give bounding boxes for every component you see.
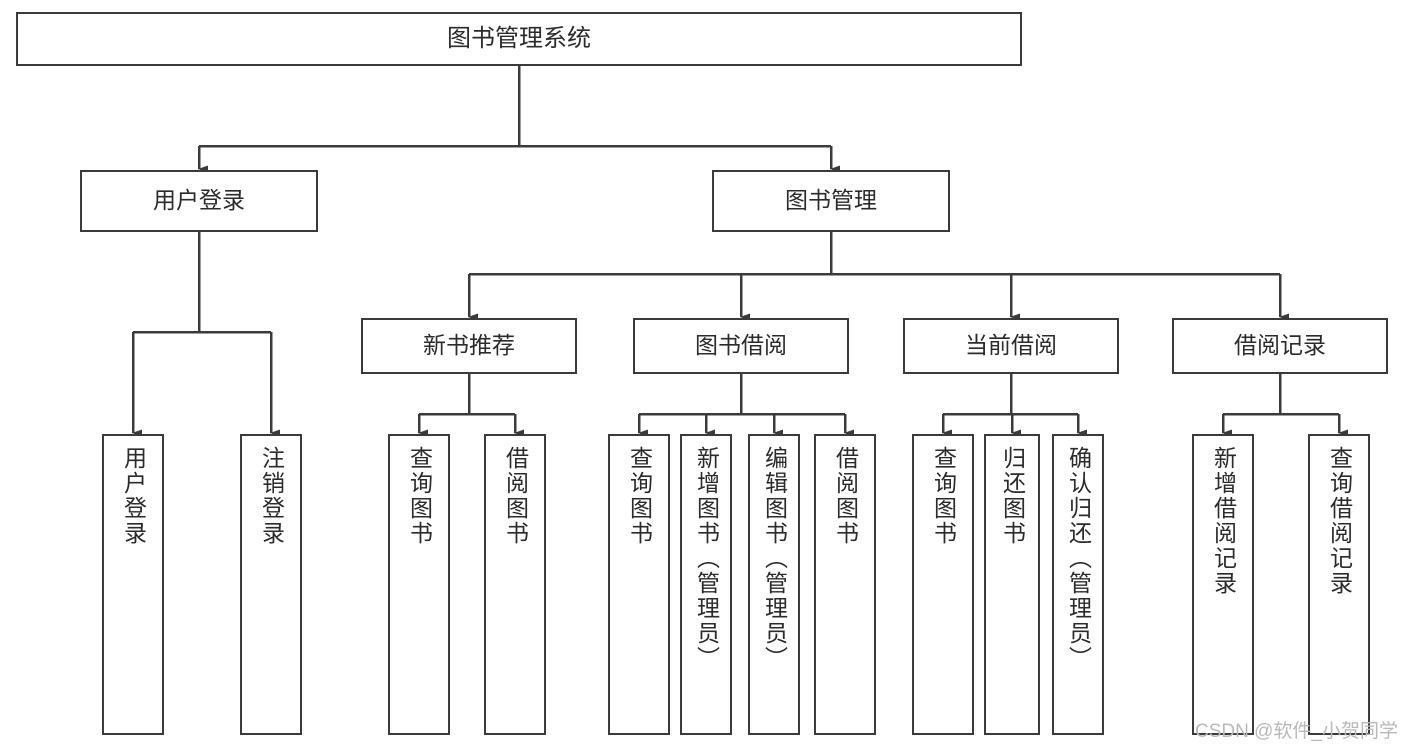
node-label: 查询借阅记录 (1326, 446, 1353, 596)
node-label: 图书管理系统 (447, 24, 591, 52)
node-leaf-bb-borrow-book[interactable]: 借阅图书 (814, 434, 876, 735)
node-leaf-rec-query-book[interactable]: 查询图书 (388, 434, 450, 735)
node-leaf-br-add-record[interactable]: 新增借阅记录 (1192, 434, 1254, 735)
node-label: 借阅记录 (1234, 332, 1326, 359)
connector-group (131, 66, 1348, 437)
node-label: 新增图书（管理员） (693, 446, 720, 671)
node-l3-book-borrow[interactable]: 图书借阅 (633, 318, 849, 374)
node-root[interactable]: 图书管理系统 (16, 12, 1022, 66)
node-label: 借阅图书 (502, 446, 529, 546)
node-label: 用户登录 (153, 187, 245, 214)
node-label: 归还图书 (999, 446, 1026, 546)
node-l3-current-borrow[interactable]: 当前借阅 (903, 318, 1119, 374)
node-label: 注销登录 (258, 446, 285, 546)
node-label: 查询图书 (406, 446, 433, 546)
node-label: 查询图书 (930, 446, 957, 546)
node-leaf-cb-query-book[interactable]: 查询图书 (912, 434, 974, 735)
node-label: 图书借阅 (695, 332, 787, 359)
node-label: 编辑图书（管理员） (761, 446, 788, 671)
node-label: 新书推荐 (423, 332, 515, 359)
node-label: 新增借阅记录 (1210, 446, 1237, 596)
node-leaf-bb-query-book[interactable]: 查询图书 (608, 434, 670, 735)
node-leaf-br-query-record[interactable]: 查询借阅记录 (1308, 434, 1370, 735)
node-leaf-bb-add-book[interactable]: 新增图书（管理员） (680, 434, 732, 735)
node-label: 用户登录 (120, 446, 147, 546)
node-leaf-cb-confirm-return[interactable]: 确认归还（管理员） (1052, 434, 1104, 735)
node-leaf-bb-edit-book[interactable]: 编辑图书（管理员） (748, 434, 800, 735)
node-leaf-user-logout[interactable]: 注销登录 (240, 434, 302, 735)
node-leaf-cb-return-book[interactable]: 归还图书 (984, 434, 1040, 735)
node-l2-user-login[interactable]: 用户登录 (80, 170, 318, 232)
node-l2-book-manage[interactable]: 图书管理 (712, 170, 950, 232)
node-label: 查询图书 (626, 446, 653, 546)
node-l3-borrow-record[interactable]: 借阅记录 (1172, 318, 1388, 374)
node-label: 当前借阅 (965, 332, 1057, 359)
node-l3-new-book-rec[interactable]: 新书推荐 (361, 318, 577, 374)
node-label: 图书管理 (785, 187, 877, 214)
node-label: 确认归还（管理员） (1065, 446, 1092, 671)
node-label: 借阅图书 (832, 446, 859, 546)
node-leaf-user-login[interactable]: 用户登录 (102, 434, 164, 735)
node-leaf-rec-borrow-book[interactable]: 借阅图书 (484, 434, 546, 735)
